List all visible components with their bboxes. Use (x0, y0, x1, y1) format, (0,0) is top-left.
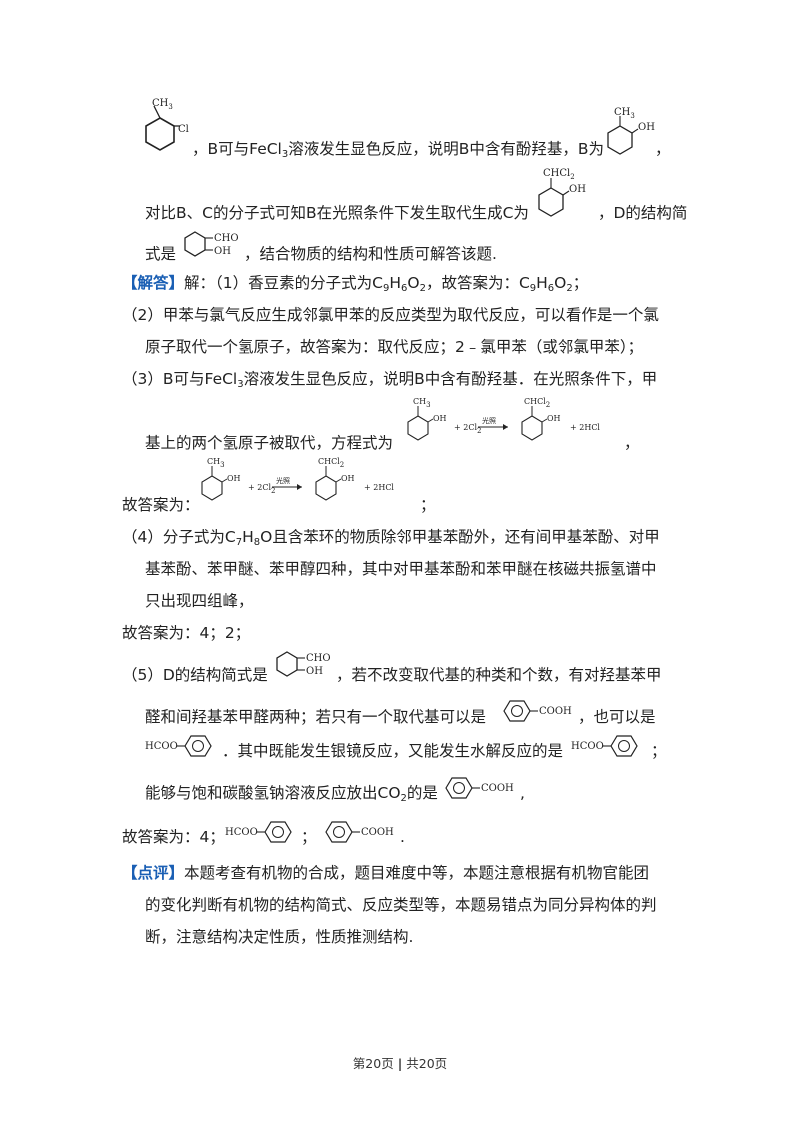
svg-text:CH3: CH3 (413, 397, 431, 409)
answer5-line5c: . (400, 828, 405, 846)
svg-text:COOH: COOH (481, 783, 514, 794)
o-chlorotoluene-structure: CH3 Cl (140, 96, 190, 160)
benzoic-acid-structure-2: COOH (438, 772, 520, 804)
answer2-line1: （2）甲苯与氯气反应生成邻氯甲苯的反应类型为取代反应，可以看作是一个氯 (122, 306, 659, 324)
footer-separator: | (397, 1056, 403, 1071)
answer4-line2: 基苯酚、苯甲醚、苯甲醇四种，其中对甲基苯酚和苯甲醚在核磁共振氢谱中 (145, 560, 657, 578)
svg-text:CHCl2: CHCl2 (524, 397, 550, 409)
svg-text:光照: 光照 (276, 476, 290, 485)
svg-text:COOH: COOH (361, 827, 394, 838)
answer3-line3-end: ； (420, 496, 436, 514)
review-tag: 【点评】 (122, 864, 185, 882)
answer5-line1b: ，若不改变取代基的种类和个数，有对羟基苯甲 (336, 666, 662, 684)
answer5-line4c: , (520, 784, 525, 802)
svg-text:CHCl2: CHCl2 (543, 168, 575, 181)
page-footer: 第20页|共20页 (0, 1053, 800, 1072)
svg-text:OH: OH (433, 414, 447, 423)
svg-text:CHO: CHO (214, 233, 239, 244)
benzoic-acid-structure-1: COOH (496, 695, 578, 727)
svg-text:HCOO: HCOO (225, 827, 258, 838)
salicylaldehyde-structure: CHO OH (177, 228, 243, 264)
svg-text:OH: OH (306, 666, 323, 677)
svg-text:CHCl2: CHCl2 (318, 457, 344, 469)
answer5-line3c: ； (651, 742, 667, 760)
svg-text:+ 2Cl2: + 2Cl2 (454, 423, 481, 435)
answer4-line4: 故答案为：4；2； (122, 624, 251, 642)
review-line1: 【点评】本题考查有机物的合成，题目难度中等，本题注意根据有机物官能团 (122, 864, 650, 882)
review-line2: 的变化判断有机物的结构简式、反应类型等，本题易错点为同分异构体的判 (145, 896, 657, 914)
answer2-line2: 原子取代一个氢原子，故答案为：取代反应；2﹣氯甲苯（或邻氯甲苯）； (145, 338, 644, 356)
para1-line3-end: ，结合物质的结构和性质可解答该题. (244, 245, 497, 263)
answer3-line2-end: ， (624, 434, 640, 452)
svg-text:OH: OH (569, 184, 586, 195)
svg-text:HCOO: HCOO (145, 741, 178, 752)
svg-text:+ 2Cl2: + 2Cl2 (248, 483, 275, 495)
phenyl-formate-structure-2: HCOO (569, 730, 651, 762)
answer4-line1: （4）分子式为C7H8O且含苯环的物质除邻甲基苯酚外，还有间甲基苯酚、对甲 (122, 528, 660, 548)
svg-text:+ 2HCl: + 2HCl (364, 483, 394, 492)
page-total: 共20页 (406, 1056, 448, 1071)
svg-text:OH: OH (547, 414, 561, 423)
svg-text:OH: OH (214, 246, 231, 257)
review-line3: 断，注意结构决定性质，性质推测结构. (145, 928, 414, 946)
para1-line2: 对比B、C的分子式可知B在光照条件下发生取代生成C为 (145, 204, 529, 222)
svg-text:OH: OH (341, 474, 355, 483)
chcl2-phenol-structure: CHCl2 OH (527, 166, 597, 226)
svg-text:Cl: Cl (178, 124, 189, 135)
answer5-line5b: ； (301, 828, 317, 846)
answer-tag: 【解答】 (122, 274, 185, 292)
para1-line2-end: ，D的结构简 (598, 204, 688, 222)
svg-text:COOH: COOH (539, 706, 572, 717)
phenyl-formate-structure-1: HCOO (143, 730, 225, 762)
answer-line1: 【解答】解：（1）香豆素的分子式为C9H6O2，故答案为：C9H6O2； (122, 274, 589, 294)
page-number: 第20页 (352, 1056, 394, 1071)
svg-text:CHO: CHO (306, 653, 331, 664)
answer5-line2a: 醛和间羟基苯甲醛两种；若只有一个取代基可以是 (145, 708, 487, 726)
para1-line3-start: 式是 (145, 245, 177, 263)
answer4-line3: 只出现四组峰， (145, 592, 254, 610)
phenyl-formate-structure-3: HCOO (223, 816, 305, 848)
answer5-line5a: 故答案为：4； (122, 828, 225, 846)
svg-text:+ 2HCl: + 2HCl (570, 423, 600, 432)
reaction-equation-1: CH3 OH + 2Cl2 光照 CHCl2 OH + 2HCl (402, 392, 624, 456)
answer3-line1: （3）B可与FeCl3溶液发生显色反应，说明B中含有酚羟基．在光照条件下，甲 (122, 370, 658, 390)
answer3-line2: 基上的两个氢原子被取代，方程式为 (145, 434, 394, 452)
answer5-line1a: （5）D的结构简式是 (122, 666, 268, 684)
svg-text:光照: 光照 (482, 416, 496, 425)
salicylaldehyde-structure-2: CHO OH (269, 648, 335, 684)
o-cresol-structure: CH3 OH (600, 106, 660, 164)
svg-text:CH3: CH3 (207, 457, 225, 469)
reaction-equation-2: CH3 OH + 2Cl2 光照 CHCl2 OH + 2HCl (196, 452, 418, 516)
svg-text:CH3: CH3 (152, 98, 173, 111)
benzoic-acid-structure-3: COOH (318, 816, 400, 848)
answer5-line4a: 能够与饱和碳酸氢钠溶液反应放出CO2的是 (145, 784, 438, 804)
svg-text:HCOO: HCOO (571, 741, 604, 752)
answer5-line2b: ，也可以是 (578, 708, 656, 726)
svg-text:OH: OH (638, 122, 655, 133)
para1-end: ， (655, 140, 671, 158)
svg-text:CH3: CH3 (614, 107, 635, 120)
answer5-line3b: ．其中既能发生银镜反应，又能发生水解反应的是 (222, 742, 564, 760)
para1-line1: ，B可与FeCl3溶液发生显色反应，说明B中含有酚羟基，B为 (192, 140, 605, 160)
answer3-line3: 故答案为： (122, 496, 200, 514)
svg-text:OH: OH (227, 474, 241, 483)
